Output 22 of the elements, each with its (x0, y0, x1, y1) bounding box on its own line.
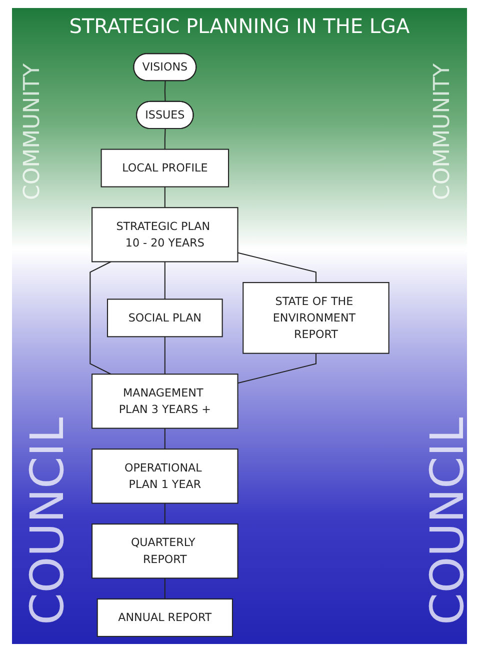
node-box: QUARTERLY REPORT (92, 524, 238, 579)
side-label: COUNCIL (20, 417, 74, 625)
connector (164, 428, 166, 450)
connector (164, 336, 166, 374)
connector (164, 128, 166, 150)
title: STRATEGIC PLANNING IN THE LGA (68, 14, 411, 38)
connector (164, 80, 166, 102)
connector (164, 262, 166, 300)
connector (90, 261, 112, 375)
node-box: ANNUAL REPORT (96, 598, 233, 637)
side-label: COUNCIL (420, 417, 474, 625)
node-box: SOCIAL PLAN (106, 298, 223, 338)
connector (164, 578, 166, 599)
node-box: STATE OF THE ENVIRONMENT REPORT (242, 282, 390, 354)
node-box: MANAGEMENT PLAN 3 YEARS + (92, 374, 238, 429)
node-box: STRATEGIC PLAN 10 - 20 YEARS (92, 207, 238, 262)
connector (238, 353, 316, 384)
connector (238, 252, 316, 283)
node-box: OPERATIONAL PLAN 1 YEAR (92, 448, 238, 504)
node-box: LOCAL PROFILE (100, 148, 230, 188)
connector (164, 503, 166, 524)
connector (164, 186, 166, 208)
